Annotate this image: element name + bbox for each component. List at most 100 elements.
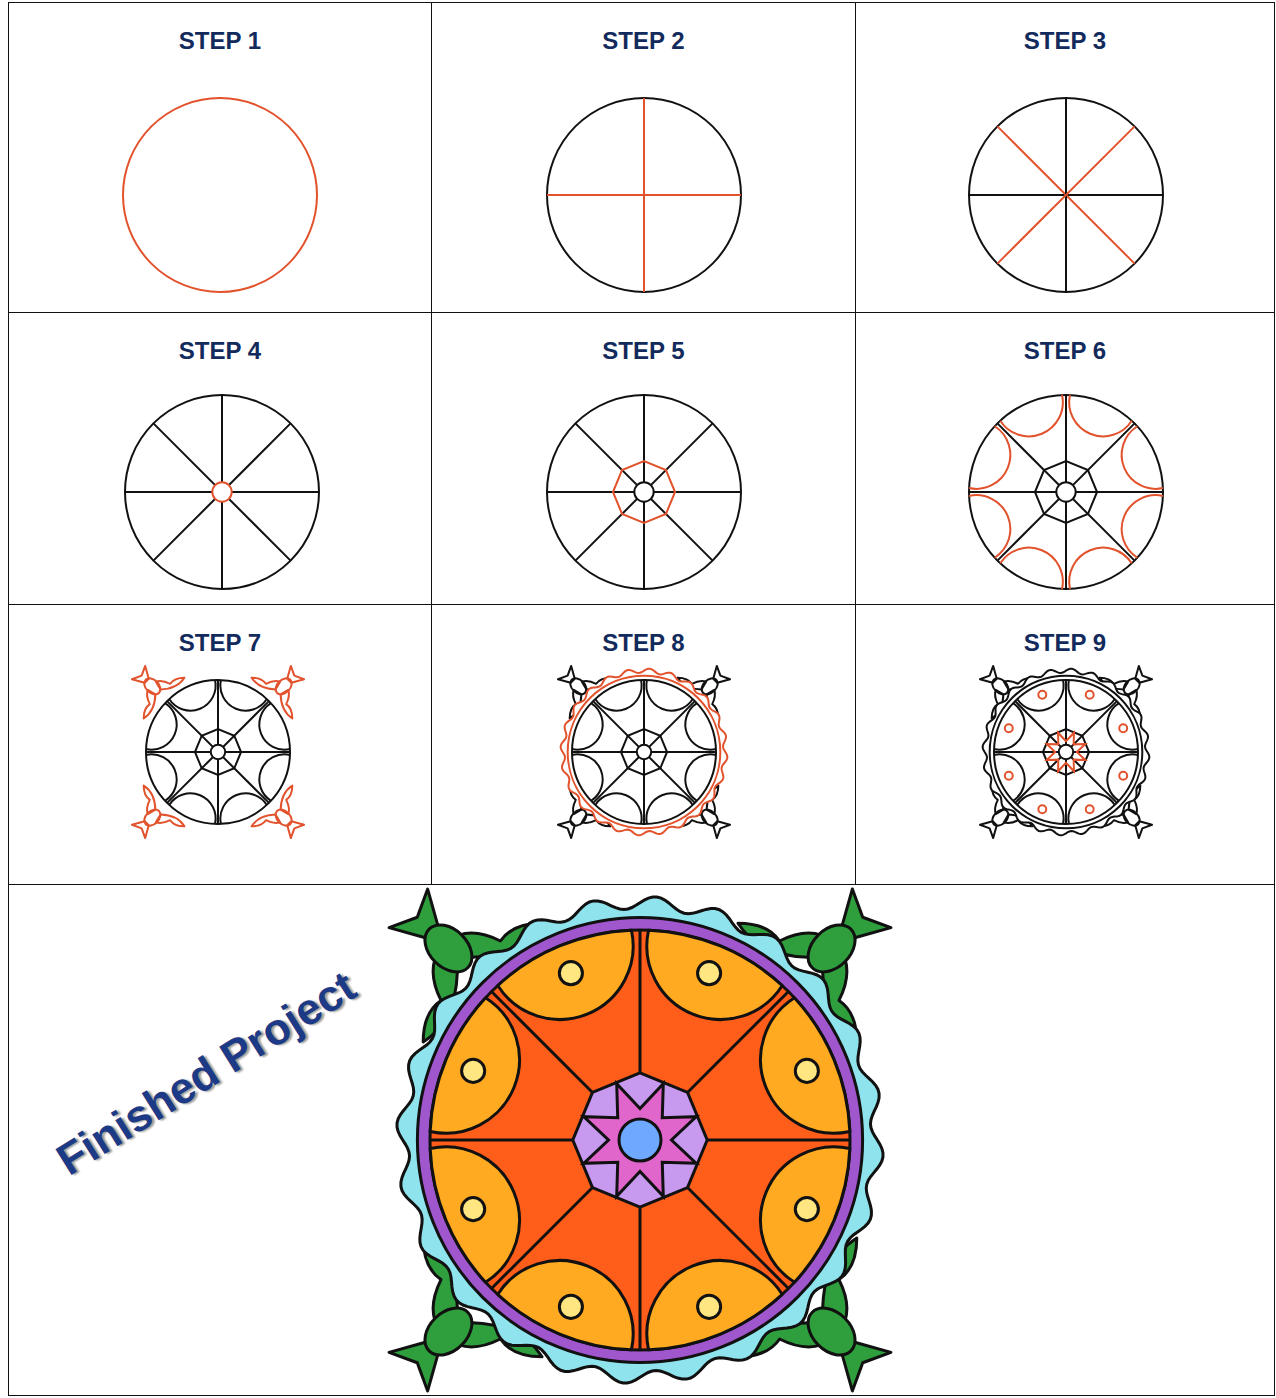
- mandala: [123, 98, 317, 292]
- octagon: [195, 729, 241, 775]
- wavy-border: [397, 897, 883, 1383]
- ornament-crown: [558, 817, 579, 838]
- step-cell: STEP 3: [855, 2, 1275, 313]
- step-cell: STEP 4: [8, 312, 432, 605]
- rim-arc: [1107, 703, 1138, 749]
- octagon: [613, 461, 675, 523]
- center-circle: [619, 1119, 661, 1161]
- mandala: [118, 652, 318, 852]
- finished-title: Finished Project: [48, 961, 365, 1185]
- ornament-crown: [283, 666, 304, 687]
- mandala: [969, 98, 1163, 292]
- main-circle: [969, 395, 1163, 589]
- rim-arc: [647, 1261, 782, 1350]
- small-circle: [462, 1198, 485, 1221]
- small-circle: [1005, 772, 1013, 780]
- mandala: [544, 652, 744, 852]
- main-circle: [572, 680, 716, 824]
- small-circle: [698, 1295, 721, 1318]
- rim-arc: [169, 793, 215, 824]
- step-cell: STEP 6: [855, 312, 1275, 605]
- outer-ring: [990, 676, 1143, 829]
- rim-arc: [169, 680, 215, 711]
- ornament-bulb: [272, 806, 294, 828]
- ornament-crown: [980, 666, 1001, 687]
- small-circle: [1119, 724, 1127, 732]
- step-label: STEP 8: [432, 629, 855, 657]
- center-circle: [1059, 745, 1073, 759]
- rim-arc: [1107, 754, 1138, 800]
- step-label: STEP 9: [856, 629, 1274, 657]
- rim-arc: [572, 703, 603, 749]
- center-circle: [212, 482, 231, 501]
- spoke-line: [153, 423, 290, 560]
- wavy-border: [983, 669, 1150, 836]
- step-cell: STEP 5: [431, 312, 856, 605]
- octagon: [1043, 729, 1089, 775]
- spoke-line: [593, 701, 695, 803]
- spoke-line: [492, 992, 789, 1289]
- rim-arc: [685, 754, 716, 800]
- spoke-line: [997, 126, 1134, 263]
- rim-arc: [259, 703, 290, 749]
- rim-arc: [761, 1147, 850, 1282]
- small-circle: [1038, 805, 1046, 813]
- step-label: STEP 1: [9, 27, 431, 55]
- rim-arc: [1122, 426, 1163, 489]
- rim-arc: [685, 703, 716, 749]
- main-circle: [146, 680, 290, 824]
- step-cell: STEP 1: [8, 2, 432, 313]
- mandala: [125, 395, 319, 589]
- ornament-bulb: [141, 675, 163, 697]
- ornament-crown: [132, 666, 153, 687]
- rim-arc: [430, 998, 519, 1133]
- rim-arc: [1068, 793, 1114, 824]
- ornament-crown: [709, 666, 730, 687]
- spoke-line: [997, 423, 1134, 560]
- rim-arc: [595, 793, 641, 824]
- ornament-crown: [283, 817, 304, 838]
- octagon: [621, 729, 667, 775]
- main-circle: [994, 680, 1138, 824]
- rim-arc: [1017, 793, 1063, 824]
- small-circle: [559, 1295, 582, 1318]
- step-cell: STEP 7: [8, 604, 432, 885]
- rim-arc: [1000, 548, 1063, 589]
- ornament-crown: [132, 817, 153, 838]
- spoke-line: [575, 423, 712, 560]
- ornament-crown: [558, 666, 579, 687]
- rim-arc: [646, 793, 692, 824]
- mandala: [969, 395, 1163, 589]
- center-circle: [211, 745, 225, 759]
- main-circle: [547, 395, 741, 589]
- rim-arc: [647, 930, 782, 1019]
- main-circle: [123, 98, 317, 292]
- wavy-border: [561, 669, 728, 836]
- step-label: STEP 3: [856, 27, 1274, 55]
- rim-arc: [146, 703, 177, 749]
- small-circle: [795, 1059, 818, 1082]
- rim-arc: [430, 1147, 519, 1282]
- center-circle: [634, 482, 653, 501]
- ornament-crown: [1131, 666, 1152, 687]
- spoke-line: [643, 98, 645, 292]
- ornament-crown: [980, 817, 1001, 838]
- ornament-crown: [709, 817, 730, 838]
- rim-arc: [994, 703, 1025, 749]
- center-star: [1047, 733, 1086, 772]
- rim-arc: [761, 998, 850, 1133]
- main-circle: [547, 98, 741, 292]
- step-cell: STEP 9: [855, 604, 1275, 885]
- finished-cell: Finished Project: [8, 884, 1275, 1396]
- mandala: [547, 395, 741, 589]
- ornament-bulb: [272, 675, 294, 697]
- small-circle: [1005, 724, 1013, 732]
- rim-arc: [1000, 395, 1063, 436]
- mandala: [349, 849, 931, 1398]
- small-circle: [1119, 772, 1127, 780]
- center-circle: [1056, 482, 1075, 501]
- step-label: STEP 7: [9, 629, 431, 657]
- rim-arc: [498, 930, 633, 1019]
- outer-ring: [417, 917, 862, 1362]
